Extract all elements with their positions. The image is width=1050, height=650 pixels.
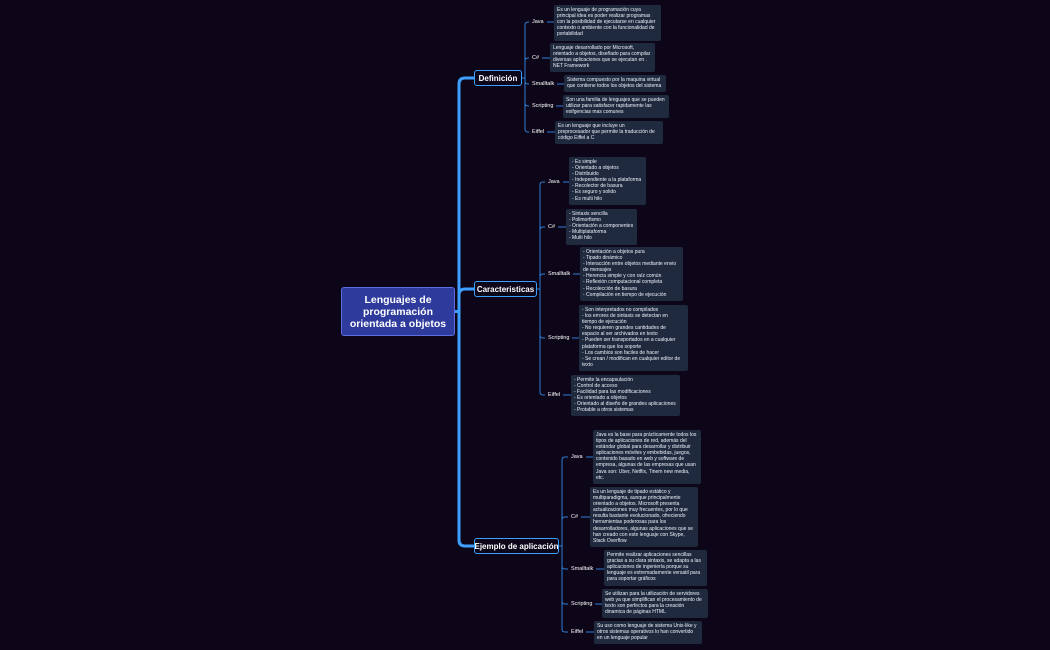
caracteristicas-csharp-label[interactable]: C# <box>545 222 559 232</box>
ejemplo-eiffel-label[interactable]: Eiffel <box>568 627 587 637</box>
connector-caracteristicas-eiffel <box>539 391 546 396</box>
connector-definicion-eiffel <box>524 128 530 133</box>
ejemplo-eiffel-note[interactable]: Su uso como lenguaje de sistema Unix-lik… <box>594 621 702 644</box>
connector-ejemplo-scripting <box>561 600 569 605</box>
connector-definicion-csharp <box>524 57 530 62</box>
definicion-smalltalk-note[interactable]: Sistema compuesto por la maquina virtual… <box>564 75 666 92</box>
connector-caracteristicas-csharp <box>539 226 546 231</box>
caracteristicas-smalltalk-note[interactable]: - Orientación a objetos pura- Tipado din… <box>580 247 683 301</box>
root-topic[interactable]: Lenguajes de programación orientada a ob… <box>341 287 455 336</box>
connector-ejemplo-smalltalk <box>561 565 569 570</box>
category-ejemplo[interactable]: Ejemplo de aplicación <box>474 538 559 554</box>
connector-ejemplo-java <box>561 456 569 461</box>
definicion-csharp-note[interactable]: Lenguaje desarrollado por Microsoft,orie… <box>550 43 655 72</box>
definicion-scripting-note[interactable]: Son una familia de lenguajes que se pued… <box>563 95 669 118</box>
ejemplo-smalltalk-label[interactable]: Smalltalk <box>568 564 597 574</box>
connector-definicion <box>457 76 476 86</box>
definicion-scripting-label[interactable]: Scripting <box>529 101 557 111</box>
connector-caracteristicas-smalltalk <box>539 273 546 278</box>
connector-ejemplo-eiffel <box>561 628 569 633</box>
connector-definicion-smalltalk <box>524 80 530 85</box>
ejemplo-scripting-label[interactable]: Scripting <box>568 599 596 609</box>
caracteristicas-csharp-note[interactable]: - Sintaxis sencilla- Polimorfismo- Orien… <box>566 209 637 245</box>
ejemplo-csharp-label[interactable]: C# <box>568 512 582 522</box>
connector-caracteristicas-scripting <box>539 334 546 339</box>
caracteristicas-java-label[interactable]: Java <box>545 177 563 187</box>
caracteristicas-smalltalk-label[interactable]: Smalltalk <box>545 269 574 279</box>
caracteristicas-eiffel-note[interactable]: - Permite la encapsulación- Control de a… <box>571 375 680 416</box>
connector-ejemplo <box>457 538 476 548</box>
connector-definicion-scripting <box>524 102 530 107</box>
caracteristicas-eiffel-label[interactable]: Eiffel <box>545 390 564 400</box>
connector-caracteristicas <box>457 287 476 297</box>
definicion-java-label[interactable]: Java <box>529 17 547 27</box>
ejemplo-scripting-note[interactable]: Se utilizan para la utilización de servi… <box>602 589 708 618</box>
connector-caracteristicas-java <box>539 181 546 186</box>
category-definicion[interactable]: Definición <box>474 70 522 86</box>
definicion-csharp-label[interactable]: C# <box>529 53 543 63</box>
definicion-eiffel-label[interactable]: Eiffel <box>529 127 548 137</box>
connector-definicion-java <box>524 21 530 26</box>
ejemplo-java-label[interactable]: Java <box>568 452 586 462</box>
caracteristicas-java-note[interactable]: - Es simple- Orientado a objetos- Distri… <box>569 157 646 205</box>
connector-ejemplo-csharp <box>561 516 569 521</box>
definicion-smalltalk-label[interactable]: Smalltalk <box>529 79 558 89</box>
caracteristicas-scripting-label[interactable]: Scripting <box>545 333 573 343</box>
caracteristicas-scripting-note[interactable]: - Son interpretados no compilados- los e… <box>579 305 688 371</box>
ejemplo-java-note[interactable]: Java es la base para prácticamente todos… <box>593 430 701 484</box>
category-caracteristicas[interactable]: Caracteristicas <box>474 281 537 297</box>
